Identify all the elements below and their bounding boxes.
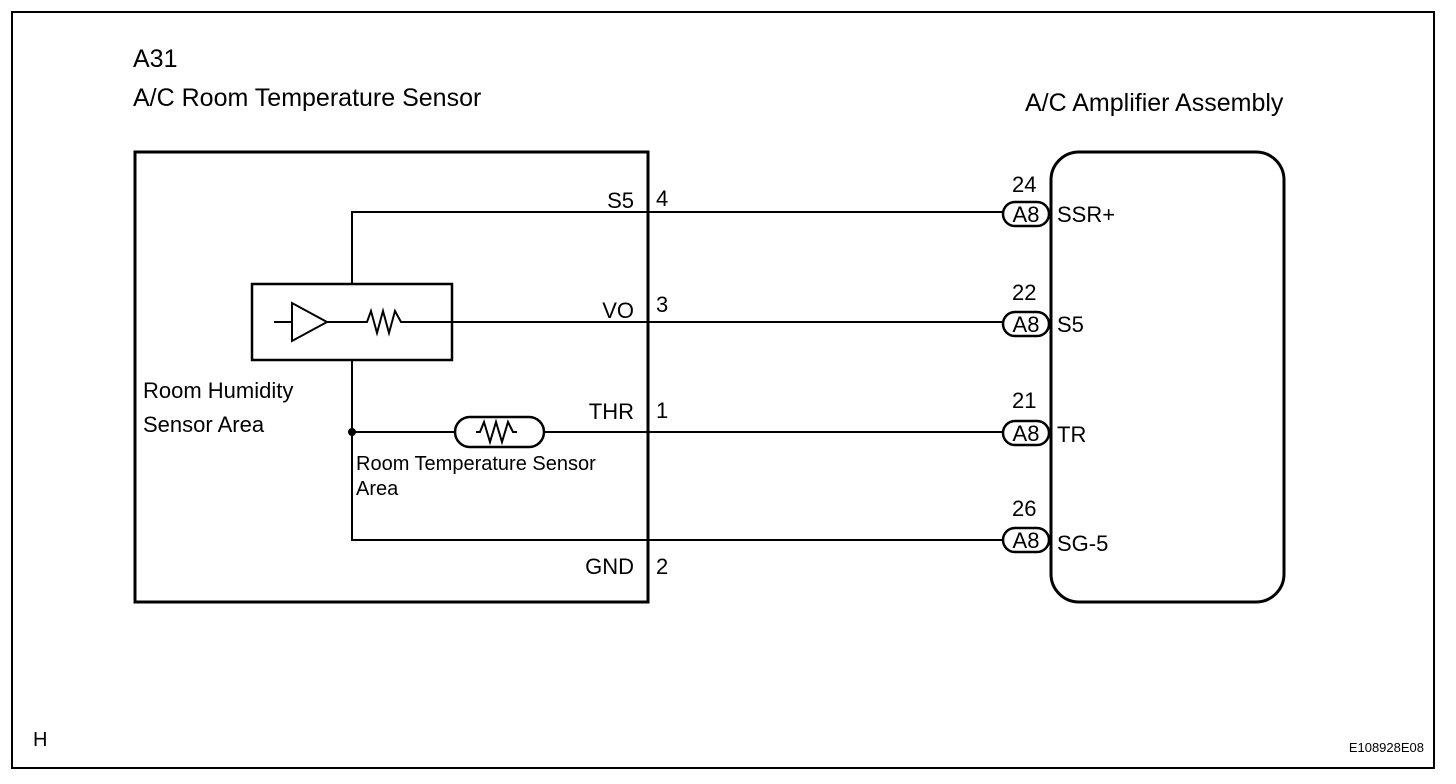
temp-area-label-1: Room Temperature Sensor (356, 453, 596, 475)
wire-s5 (351, 211, 1003, 284)
amplifier-pin-signal: S5 (1057, 312, 1084, 337)
sensor-pin-number: 1 (656, 398, 668, 423)
amplifier-pin-number: 21 (1012, 388, 1036, 413)
sensor-pin-signal: GND (585, 554, 634, 579)
sensor-pin-signal: VO (602, 298, 634, 323)
humidity-area-label-1: Room Humidity (143, 378, 293, 403)
figure-id: E108928E08 (1349, 740, 1424, 755)
connector-label: A8 (1013, 528, 1040, 553)
connector-a8-pin-21: A8 (1001, 419, 1051, 447)
sensor-pin-signal: S5 (607, 188, 634, 213)
sensor-box (133, 150, 650, 604)
humidity-resistor-icon (362, 307, 405, 337)
temp-area-label-2: Area (356, 478, 399, 500)
diagram-frame (11, 11, 1435, 769)
amplifier-title: A/C Amplifier Assembly (1025, 89, 1284, 117)
sensor-pin-number: 3 (656, 292, 668, 317)
amplifier-pin-number: 22 (1012, 280, 1036, 305)
connector-a8-pin-22: A8 (1001, 310, 1051, 338)
amplifier-pin-signal: TR (1057, 422, 1086, 447)
wire-gnd (351, 360, 1003, 541)
connector-label: A8 (1013, 421, 1040, 446)
amplifier-pin-number: 26 (1012, 496, 1036, 521)
sensor-pin-signal: THR (589, 399, 634, 424)
sensor-pin-number: 4 (656, 186, 668, 211)
sensor-title: A/C Room Temperature Sensor (133, 84, 481, 112)
junction-dot (348, 428, 356, 436)
amplifier-box (1049, 150, 1286, 604)
connector-label: A8 (1013, 202, 1040, 227)
amplifier-symbol-icon (274, 301, 362, 343)
amplifier-pin-signal: SG-5 (1057, 531, 1108, 556)
amplifier-pin-signal: SSR+ (1057, 202, 1115, 227)
corner-letter: H (33, 729, 47, 751)
connector-a8-pin-26: A8 (1001, 526, 1051, 554)
humidity-area-label-2: Sensor Area (143, 412, 265, 437)
amplifier-pin-number: 24 (1012, 172, 1036, 197)
connector-a8-pin-24: A8 (1001, 200, 1051, 228)
sensor-pin-number: 2 (656, 554, 668, 579)
connector-label: A8 (1013, 312, 1040, 337)
sensor-code: A31 (133, 45, 177, 73)
thermistor-resistor-icon (476, 418, 517, 446)
